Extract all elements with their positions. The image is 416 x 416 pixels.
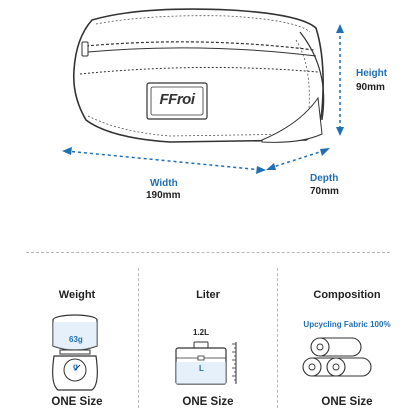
column-divider: [138, 268, 139, 408]
composition-title: Composition: [313, 289, 381, 301]
height-value: 90mm: [356, 82, 385, 93]
bag-body: [72, 8, 324, 143]
fabric-rolls-icon: [302, 337, 372, 377]
width-arrow: [65, 150, 263, 171]
width-label: Width: [150, 178, 178, 189]
width-value: 190mm: [146, 190, 181, 201]
section-divider: [26, 252, 390, 253]
briefcase-icon: [175, 341, 237, 385]
zipper-pull-icon: [81, 41, 89, 57]
weight-amount: 63g: [69, 335, 83, 344]
column-divider: [277, 268, 278, 408]
depth-arrow: [269, 149, 327, 169]
liter-title: Liter: [196, 289, 220, 301]
weight-title: Weight: [58, 289, 96, 301]
composition-size: ONE Size: [321, 396, 373, 408]
weight-size: ONE Size: [51, 396, 103, 408]
liter-size: ONE Size: [182, 396, 234, 408]
depth-value: 70mm: [310, 186, 339, 197]
liter-unit: L: [199, 364, 204, 373]
weight-unit: g: [73, 362, 78, 371]
bag-illustration: [62, 8, 344, 174]
liter-amount: 1.2L: [193, 328, 210, 337]
logo-patch: [146, 82, 208, 120]
composition-note: Upcycling Fabric 100%: [303, 320, 391, 329]
scale-icon: [52, 314, 98, 391]
height-label: Height: [356, 68, 388, 79]
brand-logo: FFroi: [159, 91, 196, 108]
depth-label: Depth: [310, 173, 339, 184]
